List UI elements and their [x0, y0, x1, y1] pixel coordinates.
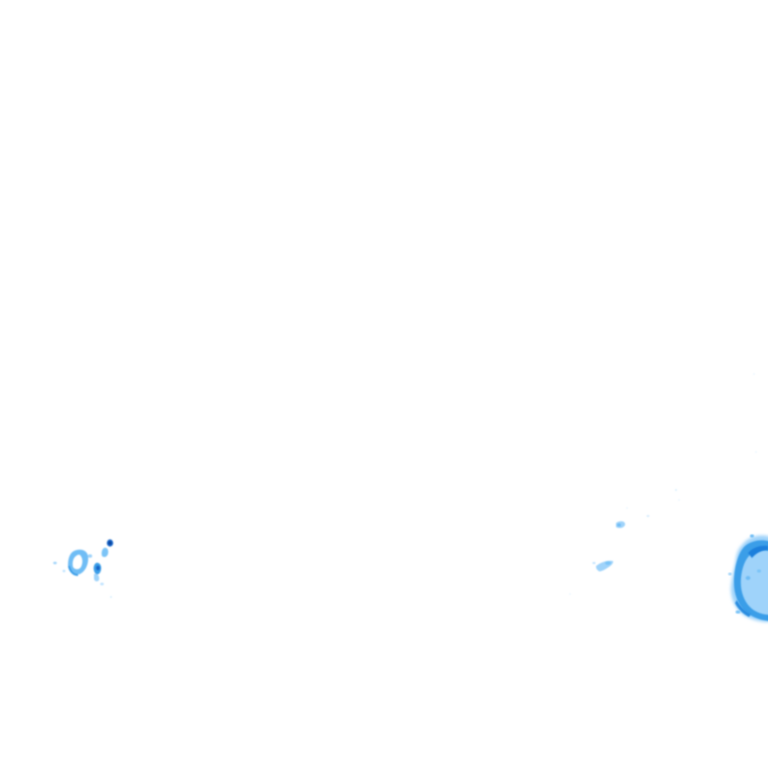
echo-cluster-central-east: [569, 373, 757, 595]
ring-echo-west: [68, 549, 89, 575]
echo-cluster-west: [53, 539, 114, 598]
echo-cell-east: [728, 534, 768, 622]
